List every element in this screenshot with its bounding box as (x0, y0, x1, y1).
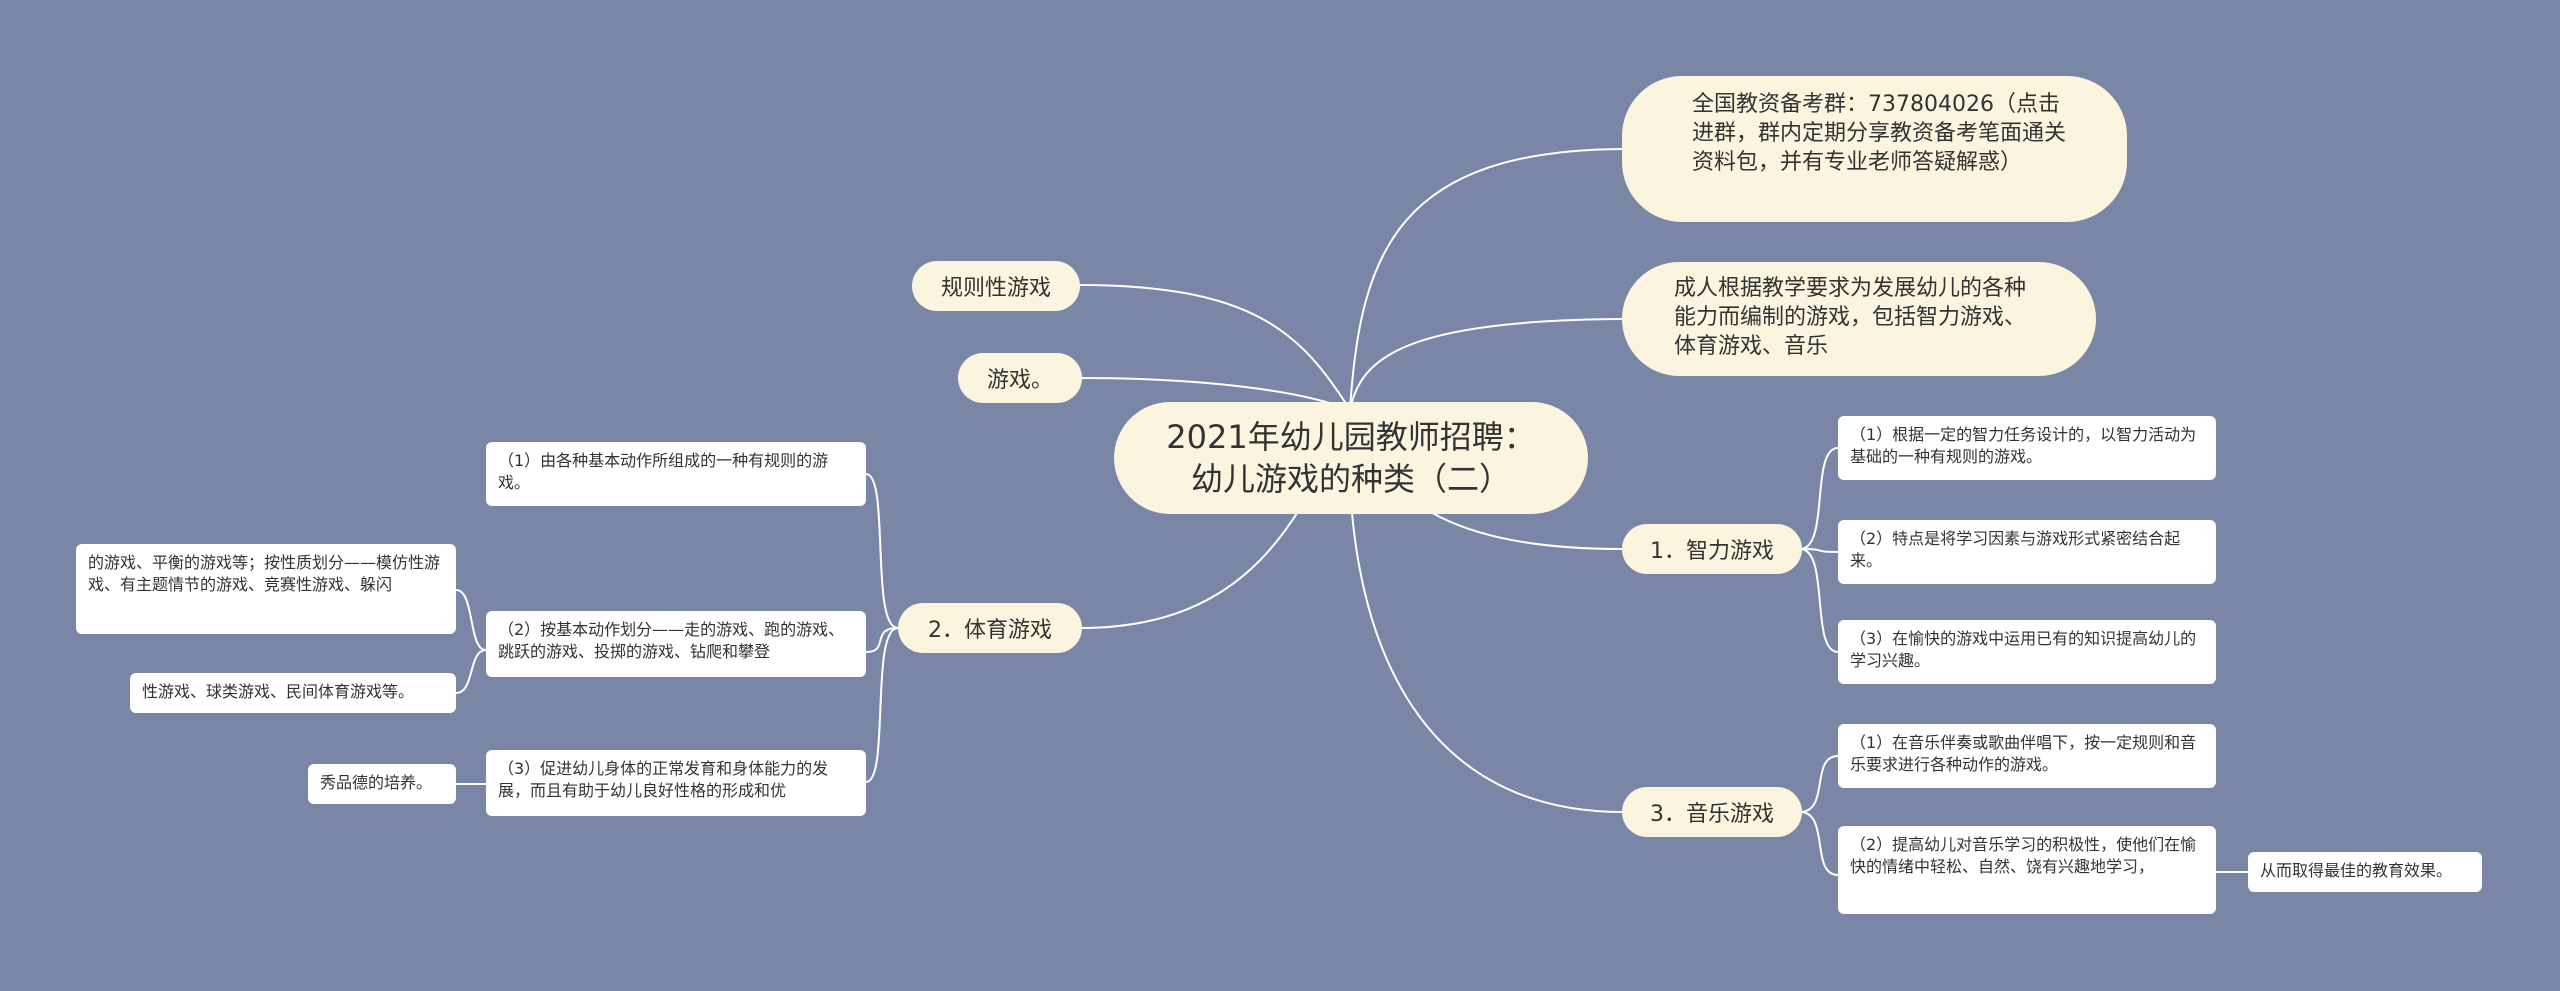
link-sports2-a (455, 589, 487, 651)
sports-item-2[interactable]: （2）按基本动作划分——走的游戏、跑的游戏、跳跃的游戏、投掷的游戏、钻爬和攀登 (486, 611, 866, 677)
topic-rule-game[interactable]: 规则性游戏 (912, 261, 1080, 311)
intelligence-item-3-text: （3）在愉快的游戏中运用已有的知识提高幼儿的学习兴趣。 (1850, 629, 2197, 670)
topic-rule-game-label: 规则性游戏 (940, 276, 1051, 301)
root-title-line1: 2021年幼儿园教师招聘： (1166, 418, 1536, 456)
topic-game[interactable]: 游戏。 (958, 353, 1082, 403)
sports-item-2-text: （2）按基本动作划分——走的游戏、跑的游戏、跳跃的游戏、投掷的游戏、钻爬和攀登 (498, 620, 845, 661)
intelligence-item-2-text: （2）特点是将学习因素与游戏形式紧密结合起来。 (1850, 529, 2181, 570)
intelligence-item-2[interactable]: （2）特点是将学习因素与游戏形式紧密结合起来。 (1838, 520, 2216, 584)
link-music-1 (1799, 755, 1839, 813)
branch-intelligence-game-label: 1．智力游戏 (1650, 539, 1774, 564)
sports-item-2-continuation-b-text: 性游戏、球类游戏、民间体育游戏等。 (142, 682, 415, 701)
intelligence-item-1-text: （1）根据一定的智力任务设计的，以智力活动为基础的一种有规则的游戏。 (1850, 425, 2197, 466)
music-item-2-continuation[interactable]: 从而取得最佳的教育效果。 (2248, 852, 2482, 892)
sports-item-2-continuation-b[interactable]: 性游戏、球类游戏、民间体育游戏等。 (130, 673, 456, 713)
music-item-2-text: （2）提高幼儿对音乐学习的积极性，使他们在愉快的情绪中轻松、自然、饶有兴趣地学习… (1850, 835, 2197, 876)
topic-game-label: 游戏。 (986, 368, 1053, 393)
branch-intelligence-game[interactable]: 1．智力游戏 (1622, 524, 1802, 574)
branch-sports-game[interactable]: 2．体育游戏 (898, 603, 1082, 653)
branch-music-game[interactable]: 3．音乐游戏 (1622, 787, 1802, 837)
link-root-info1 (1349, 148, 1625, 411)
sports-item-2-continuation-a-text: 的游戏、平衡的游戏等；按性质划分——模仿性游戏、有主题情节的游戏、竞赛性游戏、躲… (88, 553, 441, 594)
sports-item-3-text: （3）促进幼儿身体的正常发育和身体能力的发展，而且有助于幼儿良好性格的形成和优 (498, 759, 829, 800)
info-bubble-exam-group-text: 全国教资备考群：737804026（点击进群，群内定期分享教资备考笔面通关资料包… (1692, 92, 2067, 175)
sports-item-3-continuation[interactable]: 秀品德的培养。 (308, 764, 456, 804)
intelligence-item-3[interactable]: （3）在愉快的游戏中运用已有的知识提高幼儿的学习兴趣。 (1838, 620, 2216, 684)
link-intel-3 (1799, 548, 1839, 653)
link-sports-2 (865, 627, 899, 653)
root-topic[interactable]: 2021年幼儿园教师招聘： 幼儿游戏的种类（二） (1114, 402, 1588, 514)
intelligence-item-1[interactable]: （1）根据一定的智力任务设计的，以智力活动为基础的一种有规则的游戏。 (1838, 416, 2216, 480)
root-title-line2: 幼儿游戏的种类（二） (1190, 460, 1511, 498)
link-root-rule-game (1077, 284, 1351, 411)
link-intel-2 (1799, 548, 1839, 553)
link-sports2-b (455, 649, 487, 694)
branch-sports-game-label: 2．体育游戏 (928, 618, 1052, 643)
sports-item-3[interactable]: （3）促进幼儿身体的正常发育和身体能力的发展，而且有助于幼儿良好性格的形成和优 (486, 750, 866, 816)
link-sports-3 (865, 627, 899, 783)
music-item-1-text: （1）在音乐伴奏或歌曲伴唱下，按一定规则和音乐要求进行各种动作的游戏。 (1850, 733, 2197, 774)
link-root-info2 (1349, 318, 1625, 411)
sports-item-1-text: （1）由各种基本动作所组成的一种有规则的游戏。 (498, 451, 829, 492)
sports-item-1[interactable]: （1）由各种基本动作所组成的一种有规则的游戏。 (486, 442, 866, 506)
info-bubble-definition-text: 成人根据教学要求为发展幼儿的各种能力而编制的游戏，包括智力游戏、体育游戏、音乐 (1674, 276, 2027, 359)
link-music-2 (1799, 811, 1839, 876)
sports-item-2-continuation-a[interactable]: 的游戏、平衡的游戏等；按性质划分——模仿性游戏、有主题情节的游戏、竞赛性游戏、躲… (76, 544, 456, 634)
info-bubble-definition[interactable]: 成人根据教学要求为发展幼儿的各种能力而编制的游戏，包括智力游戏、体育游戏、音乐 (1622, 262, 2096, 376)
link-intel-1 (1799, 447, 1839, 550)
branch-music-game-label: 3．音乐游戏 (1650, 802, 1774, 827)
music-item-2[interactable]: （2）提高幼儿对音乐学习的积极性，使他们在愉快的情绪中轻松、自然、饶有兴趣地学习… (1838, 826, 2216, 914)
music-item-1[interactable]: （1）在音乐伴奏或歌曲伴唱下，按一定规则和音乐要求进行各种动作的游戏。 (1838, 724, 2216, 788)
link-sports-1 (865, 473, 899, 629)
info-bubble-exam-group[interactable]: 全国教资备考群：737804026（点击进群，群内定期分享教资备考笔面通关资料包… (1622, 76, 2127, 222)
music-item-2-continuation-text: 从而取得最佳的教育效果。 (2260, 861, 2453, 880)
sports-item-3-continuation-text: 秀品德的培养。 (320, 773, 433, 792)
